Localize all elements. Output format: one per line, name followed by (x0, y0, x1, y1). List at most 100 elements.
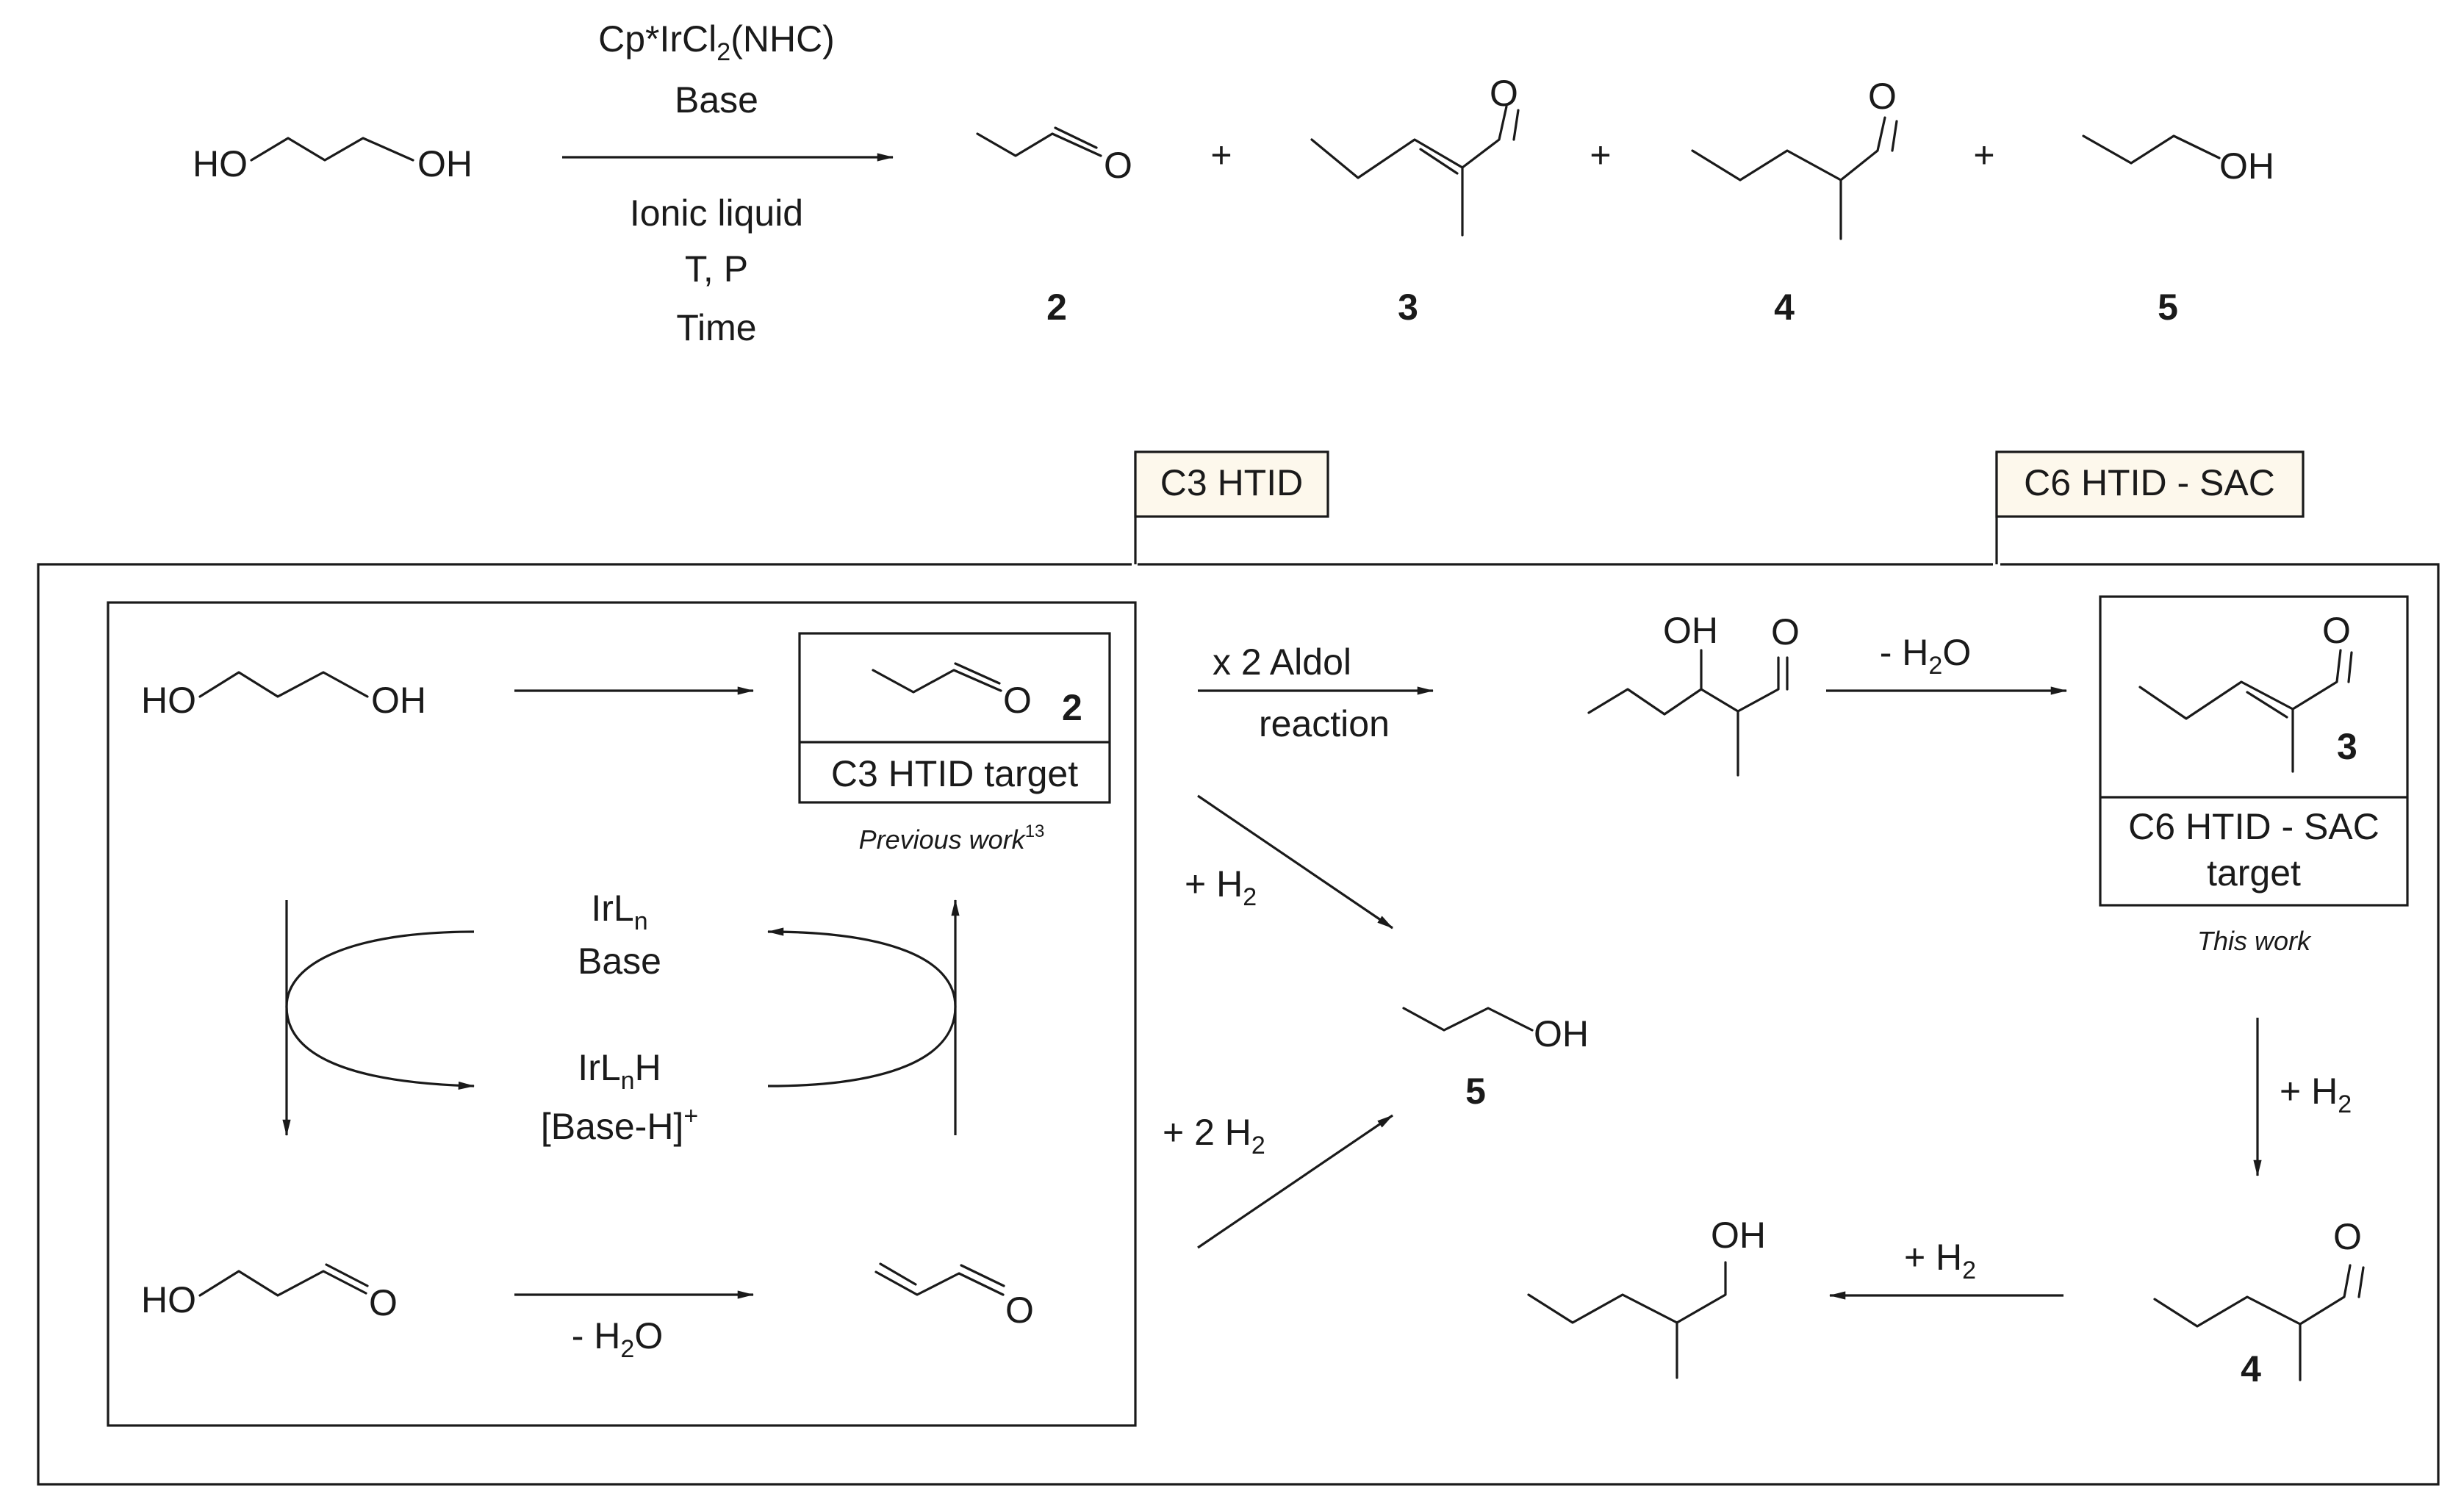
compound-number-2: 2 (1046, 287, 1067, 328)
pathway-compound-number-4: 4 (2241, 1348, 2261, 1389)
pathway-methylpentanal-o-label: O (2333, 1216, 2362, 1257)
acrolein-co-double (960, 1264, 1005, 1287)
base-label: Base (675, 79, 758, 121)
hydroxypropanal-ho-label: HO (141, 1279, 196, 1320)
h2-label-bottom: + H2 (1904, 1237, 1976, 1284)
h2-label-right: + H2 (2280, 1071, 2352, 1118)
methylpentanal-co-double (1891, 120, 1898, 152)
aldol-product: OH O (1587, 610, 1800, 777)
methylpentanol-oh-label: OH (1711, 1215, 1766, 1256)
target-methylpentenal-o-label: O (2322, 610, 2351, 651)
hydroxypropanal-double (325, 1263, 369, 1287)
propanal-skeleton (976, 132, 1102, 157)
scheme-frames: C3 HTID C6 HTID - SAC (37, 450, 2440, 1486)
solvent-label: Ionic liquid (630, 193, 803, 234)
methylpentenal-skeleton (1310, 105, 1508, 179)
plus-sign-2: + (1590, 134, 1611, 176)
inner-frame (107, 601, 1137, 1427)
c3-target-label: C3 HTID target (831, 753, 1078, 794)
propanol-oh-label: OH (2219, 145, 2274, 187)
product-4-methylpentanal: O 4 (1691, 76, 1898, 328)
aldol-label-line2: reaction (1259, 703, 1390, 744)
catalyst-base-label: Base (578, 941, 661, 982)
overall-reaction: HO OH Cp*IrCl2(NHC) Base Ionic liquid T,… (193, 18, 2274, 348)
pathway-methylpentanal-co-double (2357, 1266, 2365, 1298)
product-3-methylpentenal: O 3 (1310, 73, 1520, 328)
c6-target-box (2099, 595, 2409, 907)
methylpentenal-o-label: O (1490, 73, 1518, 114)
product-2-propanal: O 2 (976, 126, 1132, 328)
inner-dehydration-label: - H2O (572, 1315, 663, 1363)
outer-dehydration-label: - H2O (1880, 632, 1971, 680)
catalyst-irln-label: IrLn (591, 888, 647, 935)
pathway-propanol-oh-label: OH (1534, 1013, 1589, 1054)
propanal-double-bond (1054, 126, 1098, 149)
c6-target-label-line1: C6 HTID - SAC (2128, 806, 2379, 847)
target-methylpentenal-skeleton (2138, 649, 2342, 720)
target-propanal-skeleton (872, 669, 1002, 694)
hydroxypropanal-skeleton (198, 1270, 367, 1297)
target-compound-number-2: 2 (1062, 687, 1082, 728)
catalyst-irlnh-label: IrLnH (578, 1047, 661, 1095)
target-propanal-double (954, 662, 1001, 685)
time-label: Time (676, 307, 756, 348)
c6-target-label-line2: target (2207, 852, 2301, 894)
propanal-to-propanol-arrow (1197, 794, 1393, 930)
target-methylpentenal-co-double (2347, 651, 2353, 683)
h2-label-lower: + 2 H2 (1163, 1112, 1265, 1160)
compound-number-3: 3 (1398, 287, 1418, 328)
aldol-product-oh-label: OH (1663, 610, 1718, 651)
aldol-label-line1: x 2 Aldol (1213, 641, 1351, 683)
plus-sign-1: + (1210, 134, 1232, 176)
pathway-propanol-skeleton (1402, 1007, 1534, 1032)
inner-diol-ho-label: HO (141, 680, 196, 721)
inner-diol-oh-label: OH (371, 680, 426, 721)
previous-work-note: Previous work13 (859, 821, 1045, 855)
methylpentanal-skeleton (1691, 116, 1886, 181)
inner-diol-skeleton (198, 671, 369, 698)
h2-label-upper: + H2 (1185, 863, 1257, 911)
target-methylpentenal-cc-double (2246, 691, 2288, 719)
compound-number-4: 4 (1774, 287, 1795, 328)
outer-frame (37, 563, 2440, 1486)
aldol-product-skeleton (1587, 656, 1780, 716)
pathway-methylpentanal-skeleton (2153, 1264, 2352, 1328)
reactant-oh-label: OH (417, 143, 473, 184)
reactant-skeleton (250, 137, 414, 162)
methylpentenal-cc-double (1419, 148, 1459, 175)
aldol-product-o-label: O (1771, 611, 1800, 652)
plus-sign-3: + (1973, 134, 1994, 176)
cycle-right-arc (766, 927, 957, 1087)
propanol-skeleton (2082, 134, 2221, 165)
c6-htid-sac-tag-label: C6 HTID - SAC (2024, 462, 2275, 503)
hydroxypropanal-o-label: O (369, 1282, 398, 1323)
acrolein-to-propanol-arrow (1197, 1114, 1393, 1249)
catalyst-baseh-label: [Base-H]+ (541, 1102, 698, 1147)
product-5-propanol: OH 5 (2082, 134, 2274, 328)
reactant-ho-label: HO (193, 143, 248, 184)
target-compound-number-3: 3 (2337, 726, 2357, 767)
catalyst-label: Cp*IrCl2(NHC) (598, 18, 835, 66)
c3-htid-mechanism: HO OH O 2 C3 HTID target Previous work13… (141, 632, 1111, 1363)
acrolein-cc-double (879, 1262, 917, 1286)
compound-number-5: 5 (2158, 287, 2178, 328)
c6-htid-sac-tag (1995, 450, 2305, 518)
cycle-left-arc (285, 930, 475, 1090)
target-propanal-o-label: O (1003, 680, 1032, 721)
this-work-note: This work (2197, 926, 2312, 956)
methylpentanal-o-label: O (1868, 76, 1897, 117)
reactant-propanediol: HO OH (193, 137, 473, 184)
methylpentanol-skeleton (1527, 1261, 1727, 1324)
acrolein-o-label: O (1005, 1290, 1034, 1331)
temperature-pressure-label: T, P (685, 248, 748, 290)
c3-htid-tag (1134, 450, 1329, 518)
pathway-compound-number-5: 5 (1465, 1071, 1486, 1112)
c3-htid-tag-label: C3 HTID (1160, 462, 1303, 503)
acrolein-skeleton (874, 1270, 1005, 1296)
c3-target-box (798, 632, 1111, 804)
propanal-o-label: O (1104, 145, 1132, 186)
c6-htid-sac-pathway: x 2 Aldol reaction OH O - H2O O 3 C6 HTI… (1163, 595, 2409, 1389)
methylpentenal-co-double (1512, 109, 1520, 141)
reaction-conditions: Cp*IrCl2(NHC) Base Ionic liquid T, P Tim… (562, 18, 894, 348)
